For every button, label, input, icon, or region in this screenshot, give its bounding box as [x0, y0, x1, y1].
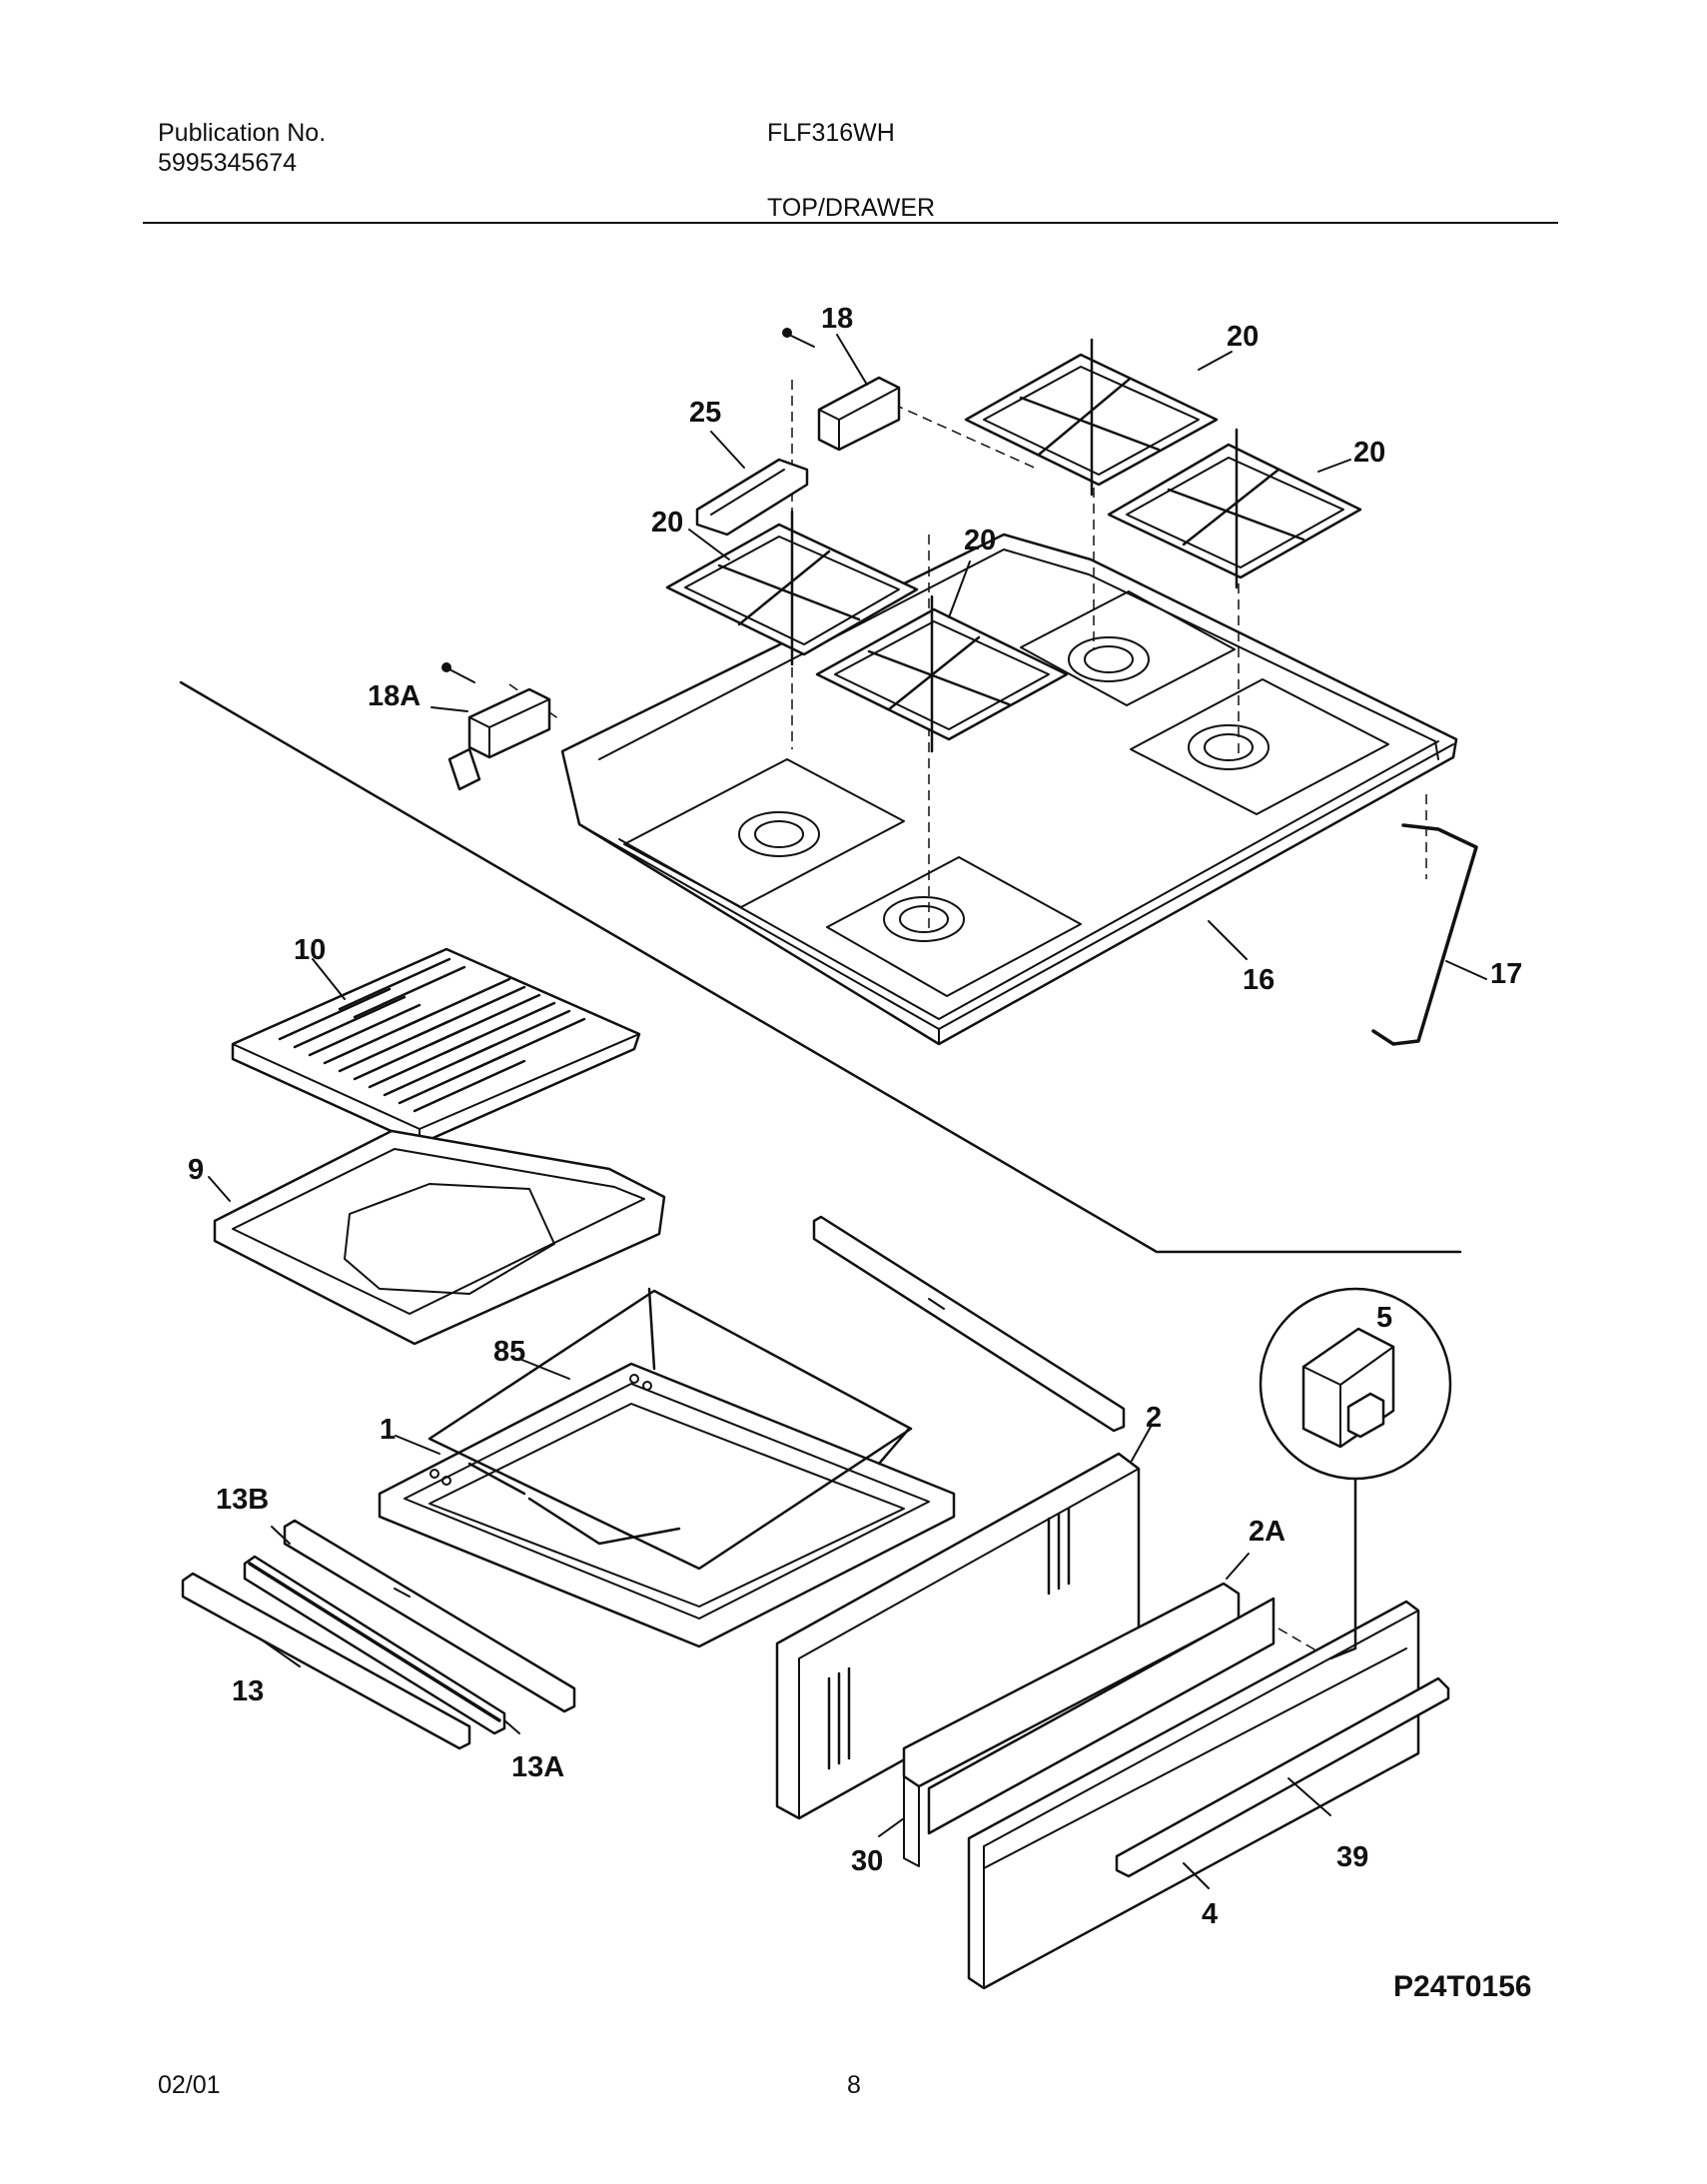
drawer-stop-detail [1259, 1287, 1452, 1660]
diagram-code: P24T0156 [1393, 1970, 1531, 2003]
part-label-20: 20 [964, 525, 996, 556]
header-rule [143, 222, 1558, 224]
drawer-slide-rail [181, 1572, 471, 1750]
part-label-39: 39 [1336, 1841, 1368, 1873]
footer-date: 02/01 [158, 2071, 221, 2099]
part-label-13: 13 [232, 1675, 264, 1707]
drawer-slide-rail-a [243, 1555, 506, 1735]
section-title: TOP/DRAWER [767, 194, 936, 222]
footer-page-number: 8 [847, 2071, 861, 2099]
part-label-25: 25 [689, 397, 721, 429]
wire-clip [1371, 823, 1478, 1046]
part-label-30: 30 [851, 1845, 883, 1877]
side-trim-bracket-left [441, 662, 551, 791]
broiler-pan [213, 1129, 666, 1346]
burner-grate [815, 594, 1069, 753]
part-label-18a: 18A [368, 680, 421, 712]
part-label-2: 2 [1146, 1402, 1162, 1434]
storage-drawer [378, 1362, 956, 1648]
drawer-slide-rail-b [283, 1519, 576, 1713]
part-label-16: 16 [1243, 964, 1275, 996]
part-label-1: 1 [380, 1414, 396, 1446]
part-label-18: 18 [821, 303, 853, 335]
part-label-17: 17 [1490, 958, 1522, 990]
part-label-9: 9 [188, 1154, 204, 1186]
burner-cap-trim [695, 458, 809, 537]
part-label-13b: 13B [216, 1484, 269, 1516]
burner-grate [964, 338, 1219, 497]
part-label-13a: 13A [511, 1751, 564, 1783]
drawer-glide [812, 1215, 1126, 1433]
assembly-separator-line [179, 680, 1462, 1254]
burner-grate [665, 510, 919, 666]
cooktop-main-top [560, 533, 1458, 1046]
publication-label: Publication No. [158, 119, 327, 147]
part-label-20: 20 [1353, 437, 1385, 469]
drawer-front-trim [902, 1582, 1276, 1867]
part-label-5: 5 [1376, 1302, 1392, 1334]
burner-grate [1107, 428, 1362, 589]
drawer-handle [1115, 1676, 1450, 1878]
part-labels: 18 25 20 20 20 20 18A 10 16 17 9 85 5 1 … [188, 303, 1522, 1930]
part-label-20: 20 [1227, 321, 1259, 353]
drawer-front-panel [967, 1600, 1420, 1990]
drawer-rack [427, 1287, 913, 1571]
side-trim-bracket [782, 328, 901, 452]
publication-number: 5995345674 [158, 149, 298, 177]
model-number: FLF316WH [767, 119, 895, 147]
part-label-10: 10 [294, 934, 326, 966]
part-label-85: 85 [493, 1336, 525, 1368]
broiler-pan-insert [231, 947, 641, 1146]
part-label-20: 20 [651, 507, 683, 539]
leader-lines [208, 334, 1487, 1889]
part-label-2a: 2A [1249, 1516, 1285, 1548]
part-label-4: 4 [1202, 1898, 1218, 1930]
